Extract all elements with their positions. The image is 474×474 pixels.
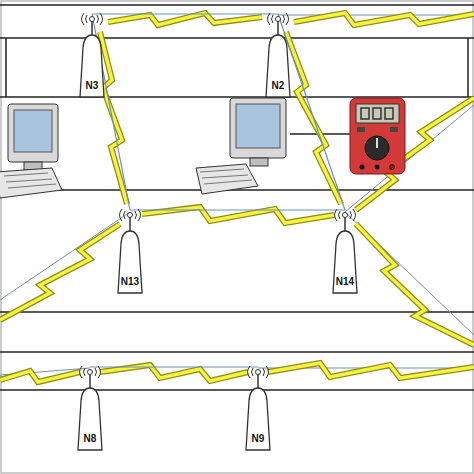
node-id: N8 <box>76 433 104 444</box>
lightning-bolt <box>268 363 474 378</box>
sensor-node: N8 <box>76 367 104 451</box>
computer-icon <box>0 104 62 198</box>
probe-socket <box>375 165 380 170</box>
antenna-tip <box>343 213 348 218</box>
radio-link <box>0 212 130 300</box>
antenna-mast <box>344 216 346 232</box>
keyboard-keys <box>200 169 252 184</box>
antenna-tip <box>90 17 95 22</box>
digit-segment <box>373 108 381 119</box>
rail-line <box>0 37 474 39</box>
lightning-bolt <box>0 371 80 382</box>
rail-lines <box>0 5 474 390</box>
radio-link <box>90 366 258 367</box>
lightning-bolt <box>100 32 127 204</box>
lightning-bolt <box>0 224 120 320</box>
meter-button <box>357 127 365 132</box>
sensor-node: N14 <box>331 210 359 294</box>
dial-pointer <box>376 138 378 148</box>
computer-icon <box>196 98 286 194</box>
meter-body <box>350 98 405 174</box>
radio-link <box>130 209 345 210</box>
antenna-mast <box>277 20 279 36</box>
lightning-bolt <box>108 13 262 25</box>
sensor-node: N13 <box>116 210 144 294</box>
node-id: N2 <box>264 80 292 91</box>
monitor-stand <box>250 158 268 166</box>
monitor <box>8 104 58 162</box>
antenna-mast <box>89 373 91 389</box>
node-id: N3 <box>78 80 106 91</box>
rail-line <box>0 351 474 353</box>
meter-button <box>390 127 398 132</box>
rail-line <box>0 389 474 391</box>
keyboard <box>0 168 62 198</box>
lightning-bolt <box>356 98 474 210</box>
lightning-bolt <box>294 13 474 25</box>
radio-links <box>0 15 474 375</box>
antenna-mast <box>91 20 93 36</box>
lightning-bolt <box>356 224 474 345</box>
lightning-bolt <box>268 363 474 378</box>
multimeter-icon <box>350 98 405 174</box>
lightning-bolt <box>356 224 474 345</box>
monitor-screen <box>14 110 52 152</box>
digit-segment <box>361 108 369 119</box>
lightning-bolt <box>100 32 127 204</box>
keyboard <box>196 164 258 194</box>
sensor-node: N2 <box>264 14 292 98</box>
keyboard-keys <box>4 173 56 188</box>
monitor-screen <box>236 104 280 148</box>
monitor <box>230 98 286 158</box>
lightning-bolt <box>0 371 80 382</box>
lightning-bolt <box>0 224 120 320</box>
probe-socket <box>360 165 365 170</box>
antenna-mast <box>257 373 259 389</box>
meter-dial <box>365 136 389 160</box>
digit-segment <box>385 108 393 119</box>
radio-link <box>278 15 474 16</box>
node-id: N9 <box>244 433 272 444</box>
probe-socket <box>390 165 395 170</box>
lightning-bolt <box>294 13 474 25</box>
lightning-bolt <box>356 98 474 210</box>
antenna-tip <box>128 213 133 218</box>
antenna-tip <box>88 370 93 375</box>
rail-line <box>0 311 474 313</box>
rail-post <box>467 38 469 97</box>
radio-link <box>278 14 345 210</box>
lightning-bolt <box>108 13 262 25</box>
radio-link <box>92 13 278 14</box>
node-id: N14 <box>331 276 359 287</box>
sensor-node: N3 <box>78 14 106 98</box>
display-digits <box>361 108 393 119</box>
antenna-mast <box>129 216 131 232</box>
sensor-node: N9 <box>244 367 272 451</box>
antenna-tip <box>256 370 261 375</box>
antenna-tip <box>276 17 281 22</box>
node-id: N13 <box>116 276 144 287</box>
meter-display <box>356 104 399 123</box>
rail-post <box>5 38 7 97</box>
lightning-bolts <box>0 13 474 382</box>
rail-line <box>0 4 474 6</box>
